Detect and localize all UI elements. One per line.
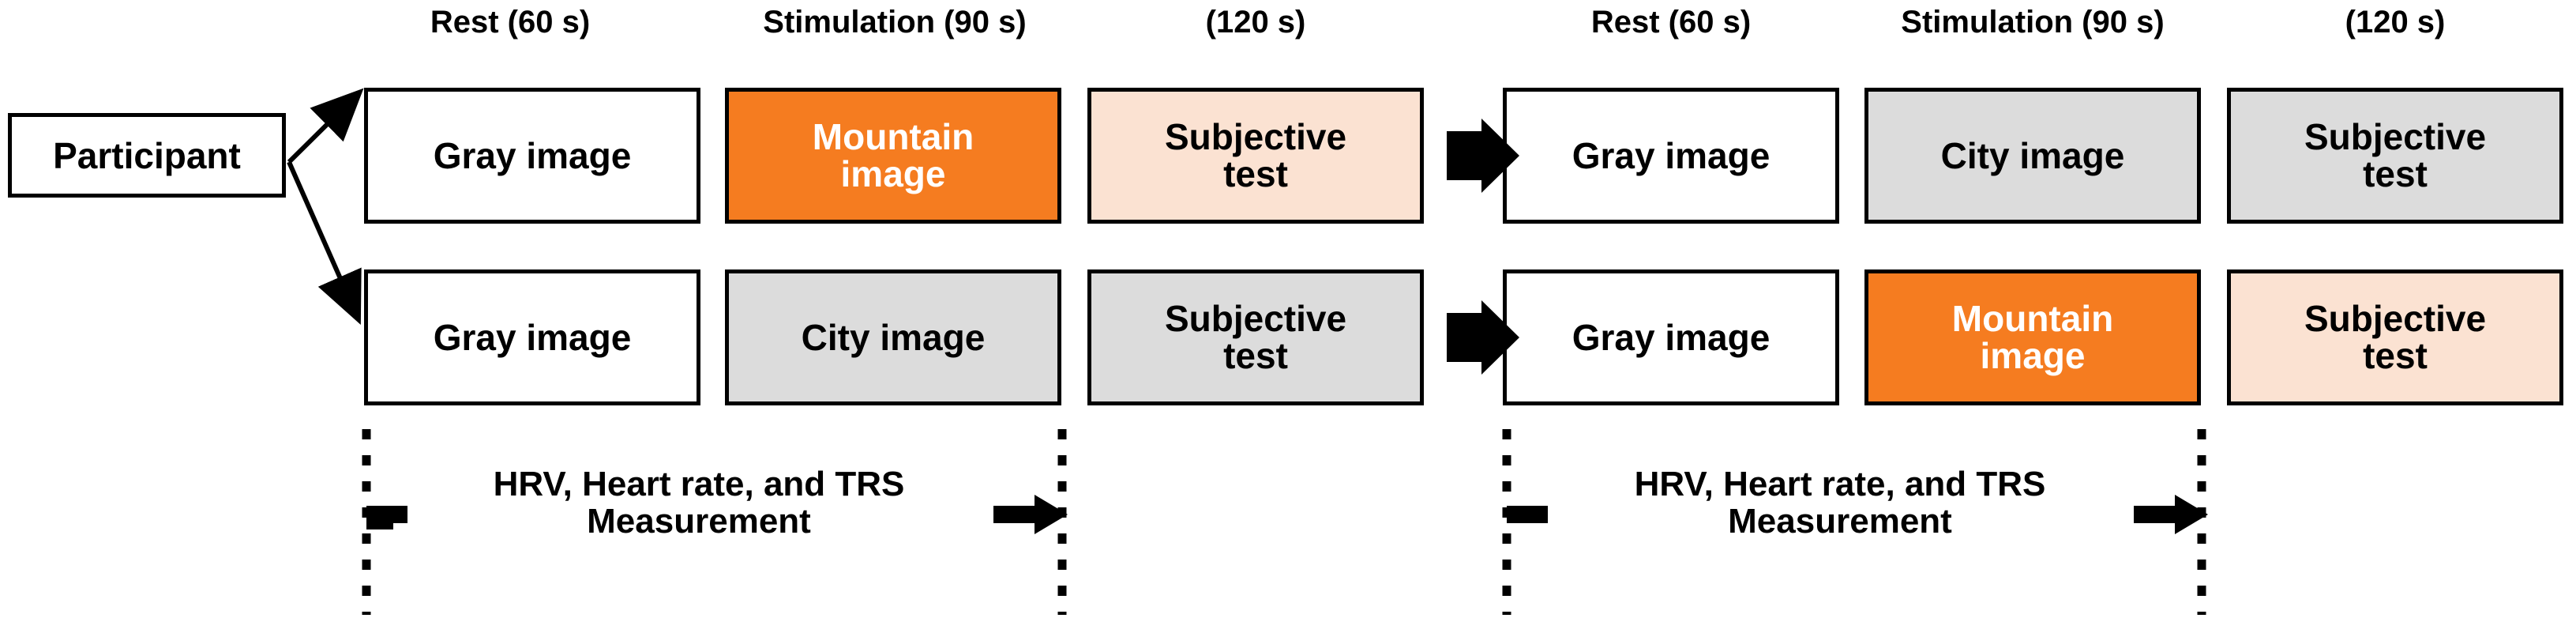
bracket-left-arrowhead xyxy=(1035,495,1068,534)
cell-label: Gray image xyxy=(1572,316,1771,358)
column-header-stimulation-2: Stimulation (90 s) xyxy=(1901,5,2165,40)
measurement-label-left: HRV, Heart rate, and TRS Measurement xyxy=(493,465,905,541)
cell-label: Subjective test xyxy=(2304,298,2487,376)
cell-s2-r2-gray-image: Gray image xyxy=(1503,269,1839,405)
cell-label: Subjective test xyxy=(1164,116,1347,194)
cell-label: Subjective test xyxy=(1164,298,1347,376)
cell-label: Subjective test xyxy=(2304,116,2487,194)
cell-label: City image xyxy=(1940,134,2125,176)
cell-s2-r2-subjective-test: Subjective test xyxy=(2227,269,2563,405)
cell-s1-r2-subjective-test: Subjective test xyxy=(1087,269,1424,405)
cell-s1-r1-gray-image: Gray image xyxy=(364,88,700,224)
cell-label: Mountain image xyxy=(812,116,974,194)
cell-s1-r1-subjective-test: Subjective test xyxy=(1087,88,1424,224)
bracket-right-arrowhead xyxy=(2175,495,2208,534)
participant-box: Participant xyxy=(8,113,286,198)
column-header-rest-1: Rest (60 s) xyxy=(430,5,591,40)
column-header-rest-2: Rest (60 s) xyxy=(1590,5,1752,40)
cell-s2-r1-city-image: City image xyxy=(1864,88,2201,224)
cell-label: Mountain image xyxy=(1951,298,2114,376)
column-header-duration-2: (120 s) xyxy=(2345,5,2446,40)
participant-label: Participant xyxy=(53,134,241,176)
participant-branch-arrows xyxy=(287,88,364,325)
cell-s2-r1-gray-image: Gray image xyxy=(1503,88,1839,224)
column-header-stimulation-1: Stimulation (90 s) xyxy=(763,5,1027,40)
cell-s1-r2-city-image: City image xyxy=(725,269,1061,405)
cell-label: Gray image xyxy=(433,316,632,358)
branch-arrow-to-row-1 xyxy=(287,88,364,164)
cell-s2-r2-mountain-image: Mountain image xyxy=(1864,269,2201,405)
cell-label: Gray image xyxy=(1572,134,1771,176)
branch-arrow-to-row-2 xyxy=(287,160,362,325)
cell-s2-r1-subjective-test: Subjective test xyxy=(2227,88,2563,224)
cell-label: Gray image xyxy=(433,134,632,176)
measurement-label-right: HRV, Heart rate, and TRS Measurement xyxy=(1634,465,2046,541)
cell-label: City image xyxy=(801,316,986,358)
column-header-duration-1: (120 s) xyxy=(1205,5,1306,40)
cell-s1-r1-mountain-image: Mountain image xyxy=(725,88,1061,224)
cell-s1-r2-gray-image: Gray image xyxy=(364,269,700,405)
